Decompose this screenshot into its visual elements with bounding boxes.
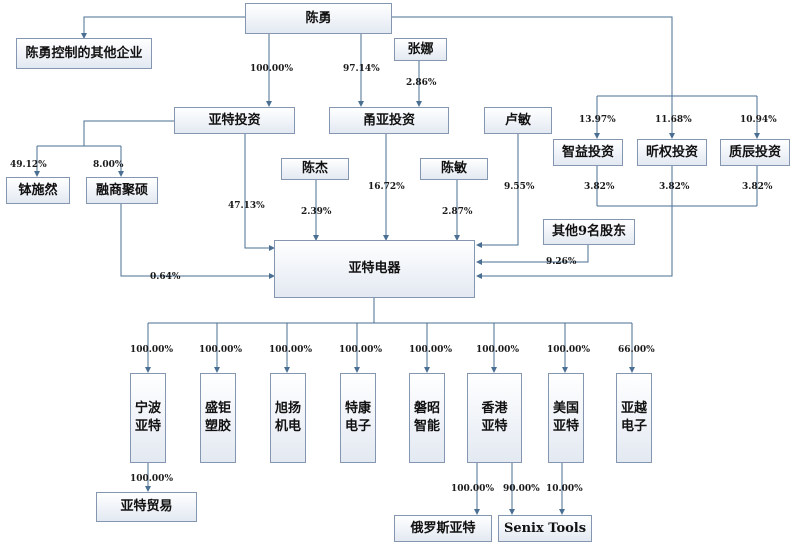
node-yate-dianqi: 亚特电器 — [274, 240, 475, 298]
pct-label: 49.12% — [10, 160, 47, 170]
pct-label: 100.00% — [476, 345, 519, 355]
pct-label: 8.00% — [93, 160, 124, 170]
pct-label: 66.00% — [618, 345, 655, 355]
node-yayue-dianzi: 亚越 电子 — [616, 373, 652, 463]
pct-label: 10.94% — [740, 115, 777, 125]
pct-label: 100.00% — [451, 484, 494, 494]
node-xianggang-yate: 香港 亚特 — [467, 373, 522, 463]
node-ningbo-yate: 宁波 亚特 — [130, 373, 166, 463]
node-chen-yong: 陈勇 — [245, 3, 392, 34]
pct-label: 10.00% — [546, 484, 583, 494]
pct-label: 100.00% — [130, 474, 173, 484]
pct-label: 13.97% — [579, 115, 616, 125]
pct-label: 100.00% — [339, 345, 382, 355]
node-yate-touzi: 亚特投资 — [174, 107, 295, 134]
node-xuyang-jidian: 旭扬 机电 — [270, 373, 306, 463]
node-other-9-shareholders: 其他9名股东 — [543, 219, 635, 245]
node-senix-tools: Senix Tools — [498, 515, 592, 542]
node-rongshang-juqi: 融商聚硕 — [86, 177, 158, 204]
pct-label: 90.00% — [503, 484, 540, 494]
node-chen-yong-other-enterprises: 陈勇控制的其他企业 — [16, 38, 152, 69]
pct-label: 100.00% — [130, 345, 173, 355]
pct-label: 3.82% — [659, 182, 690, 192]
pct-label: 100.00% — [269, 345, 312, 355]
pct-label: 3.82% — [584, 182, 615, 192]
pct-label: 16.72% — [368, 182, 405, 192]
pct-label: 9.55% — [504, 182, 535, 192]
pct-label: 100.00% — [199, 345, 242, 355]
node-panzhao-zhineng: 磐昭 智能 — [409, 373, 445, 463]
node-zhang-na: 张娜 — [394, 38, 447, 61]
pct-label: 0.64% — [150, 272, 181, 282]
node-lu-min: 卢敏 — [484, 107, 552, 134]
pct-label: 2.87% — [442, 207, 473, 217]
node-eluosi-yate: 俄罗斯亚特 — [394, 515, 492, 542]
node-zhu-shiran: 钵施然 — [6, 177, 70, 204]
pct-label: 97.14% — [343, 64, 380, 74]
node-meiguo-yate: 美国 亚特 — [548, 373, 584, 463]
pct-label: 2.86% — [406, 78, 437, 88]
pct-label: 2.39% — [301, 207, 332, 217]
node-yongya-touzi: 甬亚投资 — [329, 107, 449, 134]
node-zhichen-touzi: 质辰投资 — [720, 139, 790, 166]
node-shengju-sujiao: 盛钜 塑胶 — [200, 373, 236, 463]
node-chen-min: 陈敏 — [420, 158, 488, 180]
node-tekang-dianzi: 特康 电子 — [340, 373, 376, 463]
pct-label: 100.00% — [250, 64, 293, 74]
pct-label: 47.13% — [228, 201, 265, 211]
pct-label: 9.26% — [546, 257, 577, 267]
node-zhiyi-touzi: 智益投资 — [553, 139, 623, 166]
pct-label: 100.00% — [547, 345, 590, 355]
node-chen-jie: 陈杰 — [281, 158, 349, 180]
node-xinquan-touzi: 昕权投资 — [637, 139, 707, 166]
pct-label: 3.82% — [742, 182, 773, 192]
node-yate-maoyi: 亚特贸易 — [96, 492, 197, 522]
pct-label: 11.68% — [655, 115, 692, 125]
pct-label: 100.00% — [409, 345, 452, 355]
